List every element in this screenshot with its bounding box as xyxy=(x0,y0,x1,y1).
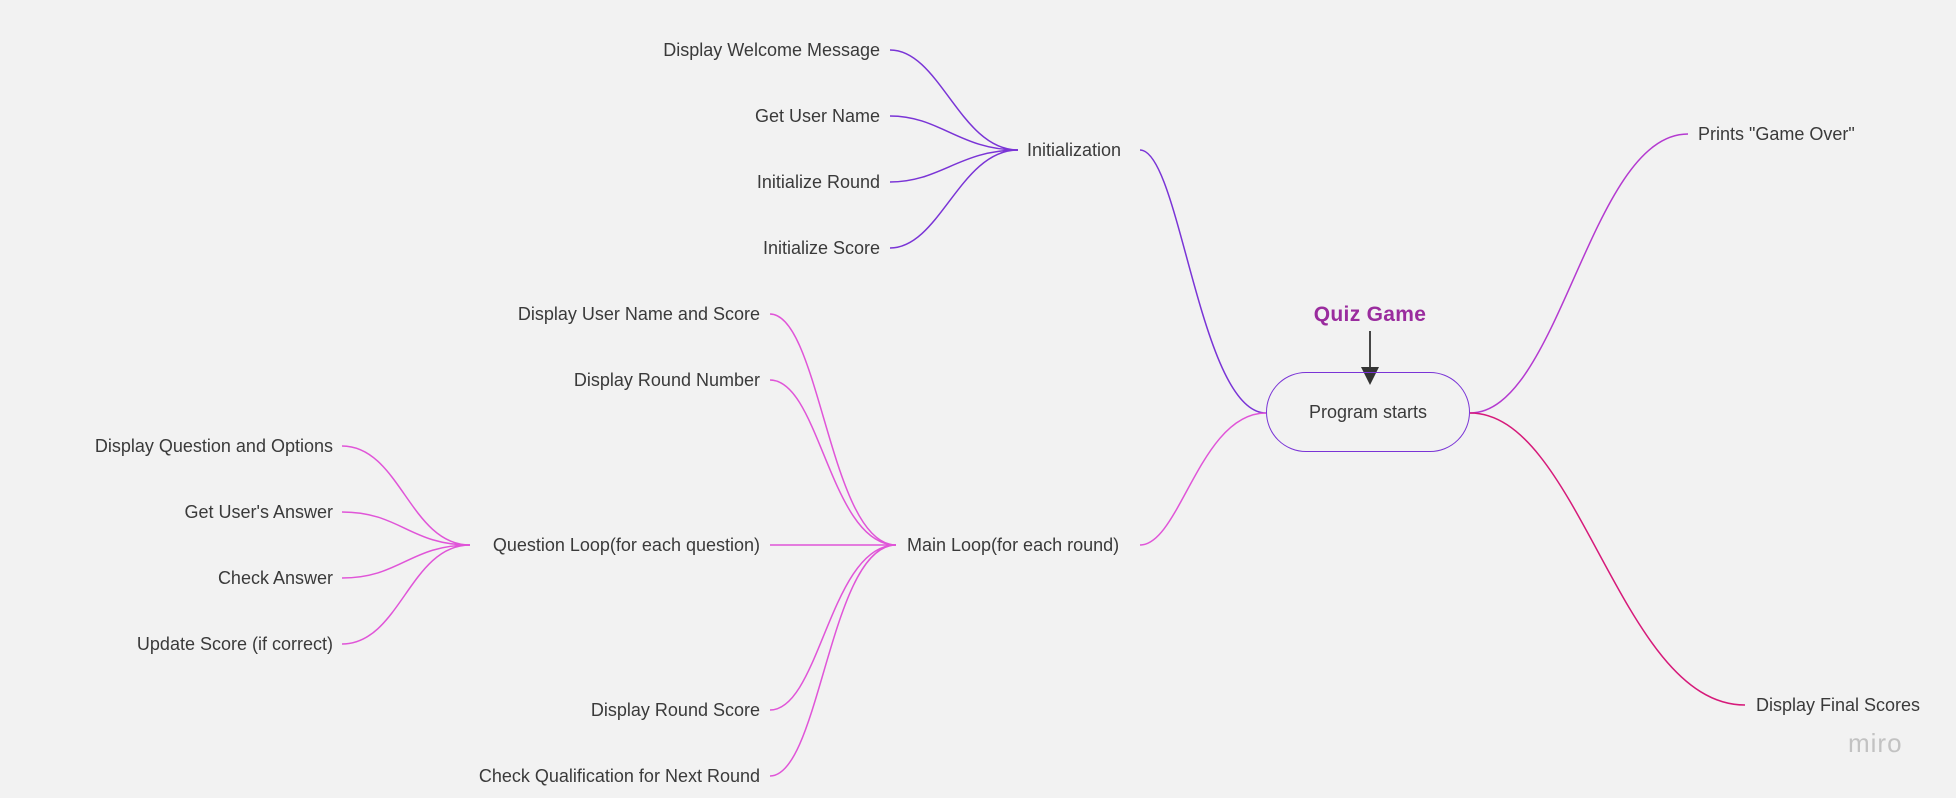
edge-init-round xyxy=(889,149,1019,183)
edge-init-username xyxy=(889,115,1019,151)
node-initialization[interactable]: Initialization xyxy=(1027,140,1122,160)
edge-root-gameover xyxy=(1469,133,1689,414)
miro-watermark: miro xyxy=(1848,728,1903,758)
node-prints-game-over[interactable]: Prints "Game Over" xyxy=(1698,124,1855,144)
edge-main-username-score xyxy=(769,313,897,546)
diagram-title: Quiz Game xyxy=(1313,303,1427,326)
node-display-question-options[interactable]: Display Question and Options xyxy=(94,436,333,456)
node-get-user-name[interactable]: Get User Name xyxy=(754,106,880,126)
node-display-user-name-score[interactable]: Display User Name and Score xyxy=(517,304,760,324)
edge-main-qualification xyxy=(769,544,897,777)
node-display-round-score[interactable]: Display Round Score xyxy=(590,700,760,720)
node-update-score[interactable]: Update Score (if correct) xyxy=(136,634,333,654)
root-node-label: Program starts xyxy=(1308,401,1428,422)
node-display-welcome[interactable]: Display Welcome Message xyxy=(663,40,880,60)
edge-root-mainloop xyxy=(1139,412,1267,546)
edge-q-check xyxy=(341,544,471,579)
node-display-final-scores[interactable]: Display Final Scores xyxy=(1756,695,1921,715)
edge-q-display xyxy=(341,445,471,546)
node-initialize-round[interactable]: Initialize Round xyxy=(756,172,880,192)
node-question-loop[interactable]: Question Loop(for each question) xyxy=(492,535,760,555)
node-display-round-number[interactable]: Display Round Number xyxy=(573,370,760,390)
node-check-answer[interactable]: Check Answer xyxy=(217,568,333,588)
edge-q-update xyxy=(341,544,471,645)
edge-main-roundscore xyxy=(769,544,897,711)
node-check-qualification[interactable]: Check Qualification for Next Round xyxy=(478,766,760,786)
edge-root-initialization xyxy=(1139,149,1267,414)
edge-root-finalscores xyxy=(1469,412,1746,706)
edge-init-welcome xyxy=(889,49,1019,151)
edge-main-roundnumber xyxy=(769,379,897,546)
node-get-user-answer[interactable]: Get User's Answer xyxy=(184,502,333,522)
root-node[interactable]: Program starts xyxy=(1266,372,1470,452)
edge-init-score xyxy=(889,149,1019,249)
node-main-loop[interactable]: Main Loop(for each round) xyxy=(907,535,1120,555)
edge-q-answer xyxy=(341,511,471,546)
node-initialize-score[interactable]: Initialize Score xyxy=(762,238,880,258)
